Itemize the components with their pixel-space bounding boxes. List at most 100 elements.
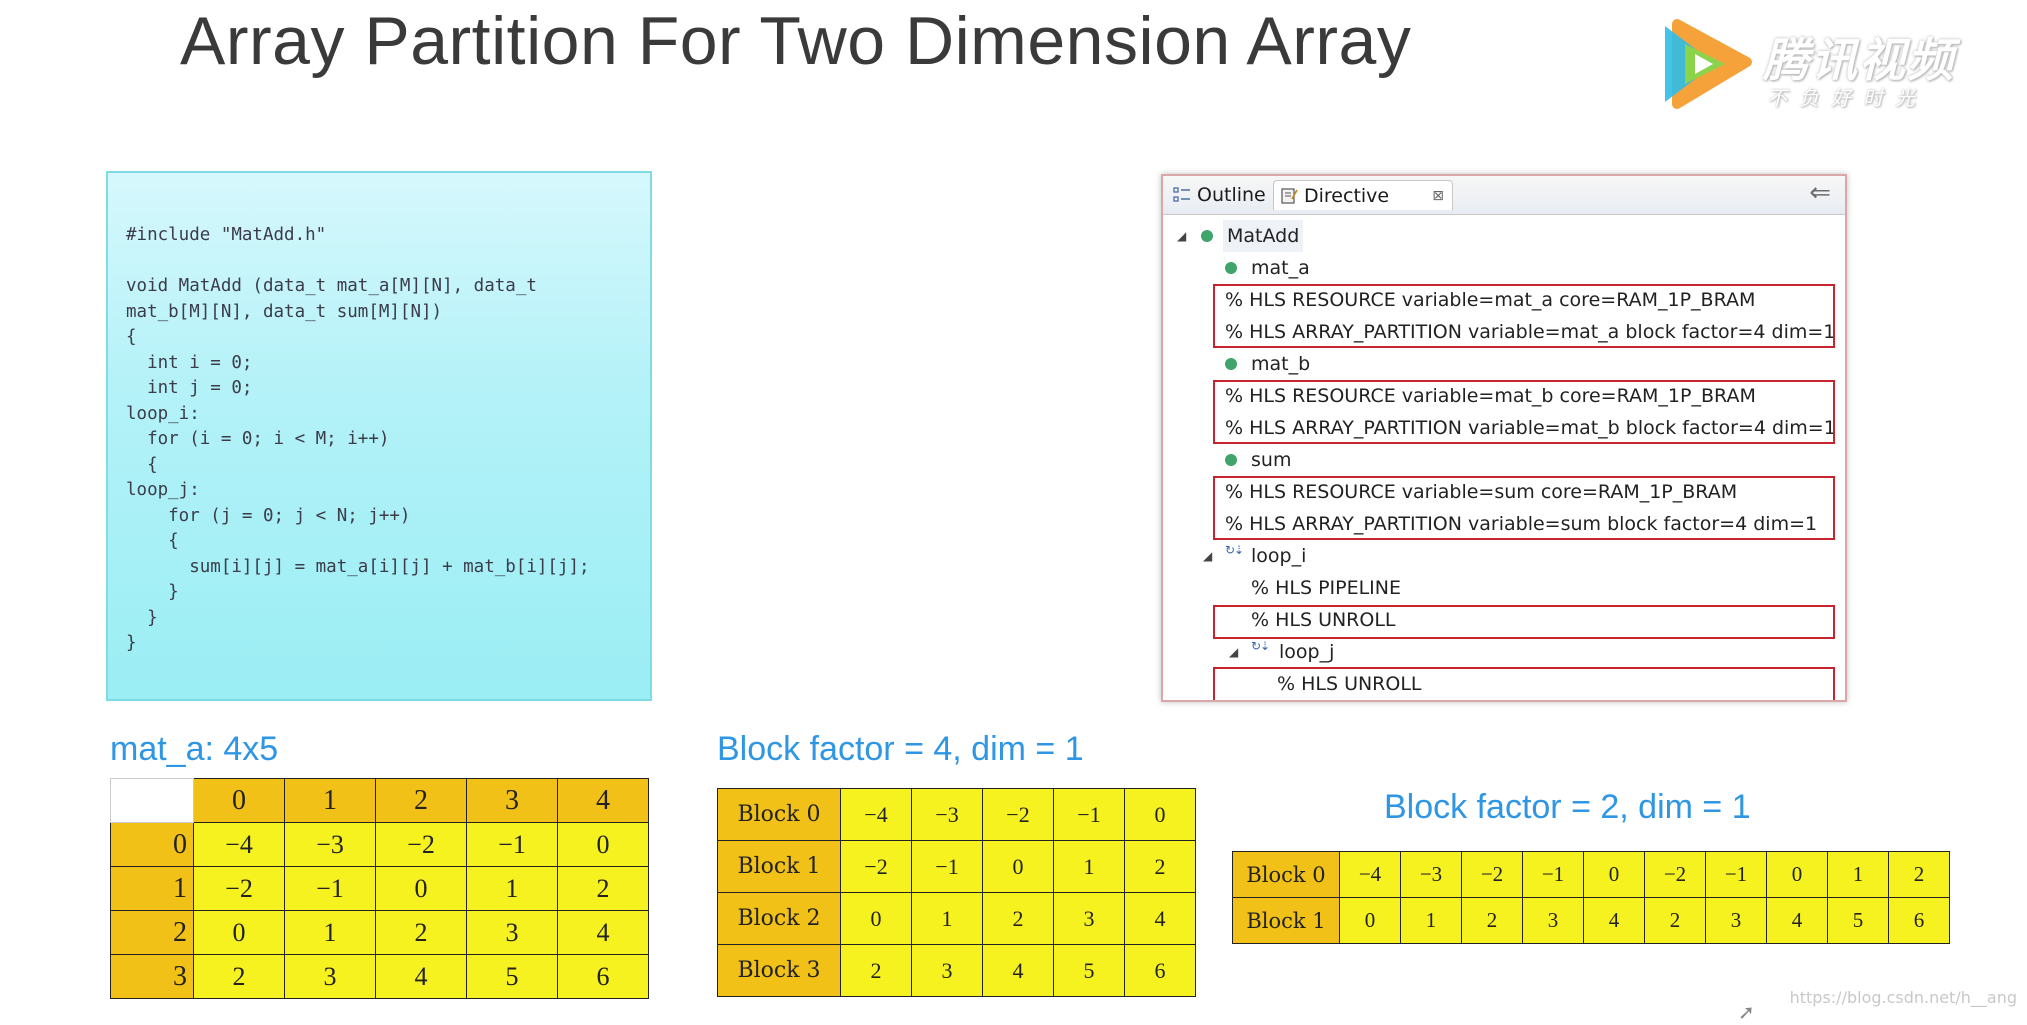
code-block: #include "MatAdd.h" void MatAdd (data_t … xyxy=(126,223,590,657)
code-panel: #include "MatAdd.h" void MatAdd (data_t … xyxy=(106,171,652,701)
back-arrow-icon[interactable]: ⇐ xyxy=(1809,178,1831,208)
play-logo-icon xyxy=(1665,19,1752,109)
code-line: loop_j: xyxy=(126,480,200,500)
table-cell: 2 xyxy=(1888,851,1950,898)
tab-outline[interactable]: Outline xyxy=(1167,180,1271,210)
code-line: for (j = 0; j < N; j++) xyxy=(126,505,411,526)
code-line: { xyxy=(126,454,158,475)
tree-label: mat_b xyxy=(1251,353,1311,375)
variable-dot-icon xyxy=(1225,358,1237,370)
tencent-video-logo: 腾讯视频 不负好时光 xyxy=(1655,16,1975,116)
table-cell: 4 xyxy=(1124,892,1196,945)
watermark: https://blog.csdn.net/h__ang xyxy=(1789,988,2017,1007)
table-cell: 3 xyxy=(1053,892,1125,945)
code-line: { xyxy=(126,531,179,551)
table-cell: 1 xyxy=(911,892,983,945)
code-line: } xyxy=(126,607,158,628)
loop-icon: ↻⇣ xyxy=(1251,639,1270,653)
block-label: Block 0 xyxy=(717,788,841,841)
table-cell: 5 xyxy=(1053,944,1125,997)
corner-cell xyxy=(110,778,194,823)
table-cell: 1 xyxy=(1400,897,1462,944)
tab-outline-label: Outline xyxy=(1197,184,1266,206)
tab-directive-label: Directive xyxy=(1304,185,1390,207)
tree-label: % HLS RESOURCE variable=sum core=RAM_1P_… xyxy=(1225,481,1738,503)
table-cell: −1 xyxy=(911,840,983,893)
expand-triangle-icon[interactable]: ◢ xyxy=(1177,229,1187,243)
table-cell: −4 xyxy=(1339,851,1401,898)
table-cell: 2 xyxy=(1461,897,1523,944)
block-factor-2-heading: Block factor = 2, dim = 1 xyxy=(1384,788,1751,826)
table-cell: −1 xyxy=(1053,788,1125,841)
col-header: 1 xyxy=(284,778,376,823)
table-cell: 0 xyxy=(982,840,1054,893)
directive-panel: Outline Directive ⊠ ⇐ ◢ MatAdd mat_a % H… xyxy=(1161,174,1847,702)
table-cell: 1 xyxy=(1053,840,1125,893)
table-cell: 1 xyxy=(284,910,376,955)
block-label: Block 2 xyxy=(717,892,841,945)
tree-label: MatAdd xyxy=(1223,220,1304,252)
table-row: Block 0 −4 −3 −2 −1 0 xyxy=(717,788,1196,841)
tree-label: % HLS UNROLL xyxy=(1251,609,1396,631)
col-header: 0 xyxy=(193,778,285,823)
expand-triangle-icon[interactable]: ◢ xyxy=(1203,549,1213,563)
table-cell: 6 xyxy=(557,954,649,999)
tree-label: % HLS PIPELINE xyxy=(1251,577,1401,599)
row-header: 0 xyxy=(110,822,194,867)
table-cell: 3 xyxy=(1705,897,1767,944)
expand-triangle-icon[interactable]: ◢ xyxy=(1229,645,1239,659)
table-cell: 3 xyxy=(466,910,558,955)
tree-label: sum xyxy=(1251,449,1292,471)
table-cell: −3 xyxy=(284,822,376,867)
function-dot-icon xyxy=(1201,230,1213,242)
highlight-box xyxy=(1213,284,1835,348)
table-cell: 5 xyxy=(466,954,558,999)
table-cell: 0 xyxy=(840,892,912,945)
table-cell: −1 xyxy=(284,866,376,911)
table-cell: 2 xyxy=(375,910,467,955)
table-row: Block 1 −2 −1 0 1 2 xyxy=(717,840,1196,893)
tree-label: mat_a xyxy=(1251,257,1310,279)
mat-a-heading: mat_a: 4x5 xyxy=(110,730,279,768)
tree-label: % HLS UNROLL xyxy=(1277,673,1422,695)
table-row: 3 2 3 4 5 6 xyxy=(110,954,649,999)
tree-label: % HLS ARRAY_PARTITION variable=mat_a blo… xyxy=(1225,321,1836,343)
table-cell: 0 xyxy=(1766,851,1828,898)
code-line: void MatAdd (data_t mat_a[M][N], data_t xyxy=(126,276,537,296)
table-cell: 4 xyxy=(1583,897,1645,944)
highlight-box xyxy=(1213,380,1835,444)
code-line: int i = 0; xyxy=(126,352,253,373)
block-label: Block 0 xyxy=(1232,851,1340,898)
code-line: loop_i: xyxy=(126,403,200,424)
table-cell: 4 xyxy=(1766,897,1828,944)
variable-dot-icon xyxy=(1225,454,1237,466)
row-header: 1 xyxy=(110,866,194,911)
table-cell: −2 xyxy=(1644,851,1706,898)
table-cell: 0 xyxy=(193,910,285,955)
code-line: sum[i][j] = mat_a[i][j] + mat_b[i][j]; xyxy=(126,556,590,577)
code-line: { xyxy=(126,327,137,347)
table-cell: −2 xyxy=(193,866,285,911)
code-line: int j = 0; xyxy=(126,378,253,398)
table-cell: 2 xyxy=(840,944,912,997)
table-cell: −2 xyxy=(982,788,1054,841)
table-cell: 3 xyxy=(284,954,376,999)
table-row: 1 −2 −1 0 1 2 xyxy=(110,866,649,911)
close-icon[interactable]: ⊠ xyxy=(1432,188,1444,204)
block-label: Block 1 xyxy=(717,840,841,893)
table-row: Block 0 −4 −3 −2 −1 0 −2 −1 0 1 2 xyxy=(1232,851,1950,898)
table-cell: 5 xyxy=(1827,897,1889,944)
table-row: 0 −4 −3 −2 −1 0 xyxy=(110,822,649,867)
tab-directive[interactable]: Directive ⊠ xyxy=(1273,180,1453,210)
block-factor-2-table: Block 0 −4 −3 −2 −1 0 −2 −1 0 1 2 Block … xyxy=(1232,851,1950,944)
table-cell: 0 xyxy=(557,822,649,867)
table-cell: 0 xyxy=(1583,851,1645,898)
table-cell: 2 xyxy=(193,954,285,999)
table-cell: 2 xyxy=(1644,897,1706,944)
highlight-box xyxy=(1213,667,1835,700)
code-line: for (i = 0; i < M; i++) xyxy=(126,429,390,449)
block-label: Block 1 xyxy=(1232,897,1340,944)
row-header: 3 xyxy=(110,954,194,999)
table-cell: 3 xyxy=(1522,897,1584,944)
table-row: Block 2 0 1 2 3 4 xyxy=(717,892,1196,945)
